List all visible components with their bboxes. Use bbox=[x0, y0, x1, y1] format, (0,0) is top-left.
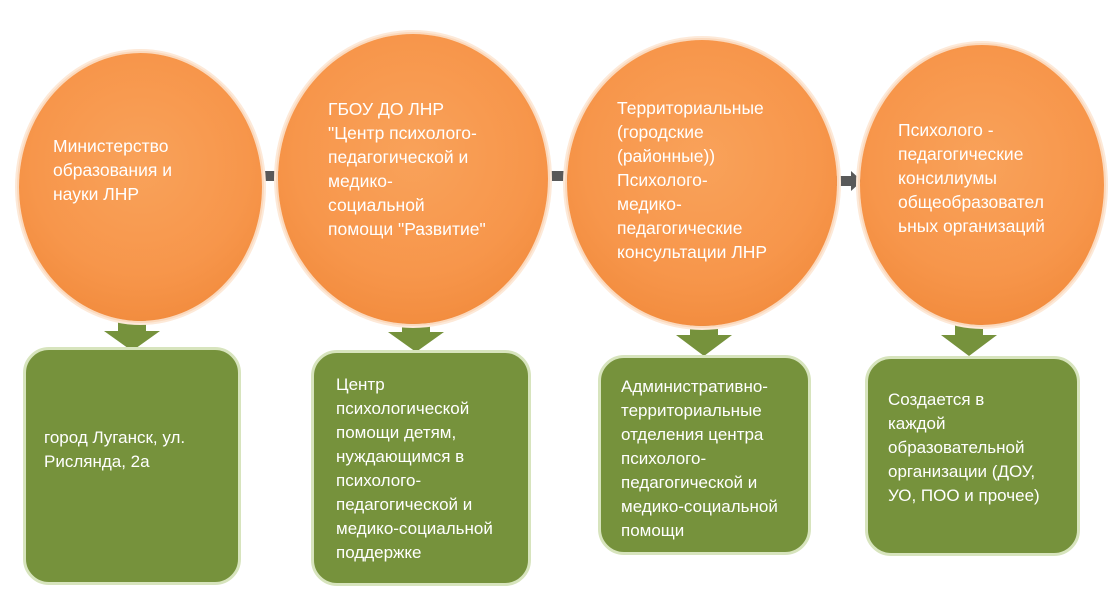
text-line: Создается в bbox=[888, 390, 985, 409]
arrow-down-2 bbox=[388, 320, 444, 352]
text-line: медико- bbox=[328, 171, 393, 191]
stage-4-box-text: Создается в каждой образовательной орган… bbox=[888, 388, 1040, 508]
text-line: "Центр психолого- bbox=[328, 123, 477, 143]
text-line: (районные)) bbox=[617, 146, 716, 166]
text-line: педагогические bbox=[617, 218, 743, 238]
text-line: науки ЛНР bbox=[53, 184, 140, 204]
stage-1-circle: Министерство образования и науки ЛНР bbox=[19, 53, 262, 321]
text-line: помощи детям, bbox=[336, 423, 457, 442]
stage-1-box-text: город Луганск, ул. Рислянда, 2а bbox=[44, 426, 185, 474]
stage-2-circle: ГБОУ ДО ЛНР "Центр психолого- педагогиче… bbox=[278, 34, 548, 324]
stage-4-circle-text: Психолого - педагогические консилиумы об… bbox=[898, 118, 1045, 238]
text-line: медико-социальной bbox=[336, 519, 493, 538]
stage-4-box: Создается в каждой образовательной орган… bbox=[865, 356, 1080, 556]
stage-3-circle: Территориальные (городские (районные)) П… bbox=[567, 40, 837, 326]
arrow-down-1 bbox=[104, 320, 160, 351]
text-line: поддержке bbox=[336, 543, 422, 562]
text-line: педагогической и bbox=[621, 473, 758, 492]
text-line: территориальные bbox=[621, 401, 762, 420]
arrow-down-3 bbox=[676, 324, 732, 356]
text-line: Психолого - bbox=[898, 120, 994, 140]
text-line: нуждающимся в bbox=[336, 447, 465, 466]
text-line: консультации ЛНР bbox=[617, 242, 768, 262]
text-line: образовательной bbox=[888, 438, 1025, 457]
arrow-down-4 bbox=[941, 324, 997, 356]
text-line: Министерство bbox=[53, 136, 169, 156]
stage-3-box: Административно- территориальные отделен… bbox=[598, 355, 811, 555]
text-line: Административно- bbox=[621, 377, 768, 396]
text-line: город Луганск, ул. bbox=[44, 428, 186, 447]
text-line: каждой bbox=[888, 414, 946, 433]
text-line: общеобразовател bbox=[898, 192, 1044, 212]
stage-2-box: Центр психологической помощи детям, нужд… bbox=[311, 350, 531, 586]
text-line: психологической bbox=[336, 399, 470, 418]
text-line: Территориальные bbox=[617, 98, 764, 118]
text-line: педагогической и bbox=[336, 495, 473, 514]
text-line: консилиумы bbox=[898, 168, 997, 188]
text-line: медико-социальной bbox=[621, 497, 778, 516]
text-line: организации (ДОУ, bbox=[888, 462, 1036, 481]
text-line: педагогической и bbox=[328, 147, 469, 167]
text-line: педагогические bbox=[898, 144, 1024, 164]
text-line: (городские bbox=[617, 122, 704, 142]
stage-2-box-text: Центр психологической помощи детям, нужд… bbox=[336, 373, 493, 565]
text-line: ГБОУ ДО ЛНР bbox=[328, 99, 445, 119]
text-line: помощи "Развитие" bbox=[328, 219, 486, 239]
stage-3-box-text: Административно- территориальные отделен… bbox=[621, 375, 778, 543]
text-line: Рислянда, 2а bbox=[44, 452, 150, 471]
arrow-right-3 bbox=[833, 171, 862, 191]
stage-1-circle-text: Министерство образования и науки ЛНР bbox=[53, 134, 172, 206]
text-line: помощи bbox=[621, 521, 685, 540]
stage-4-circle: Психолого - педагогические консилиумы об… bbox=[860, 45, 1104, 325]
text-line: психолого- bbox=[336, 471, 422, 490]
text-line: медико- bbox=[617, 194, 682, 214]
stage-2-circle-text: ГБОУ ДО ЛНР "Центр психолого- педагогиче… bbox=[328, 97, 486, 241]
text-line: образования и bbox=[53, 160, 172, 180]
text-line: УО, ПОО и прочее) bbox=[888, 486, 1040, 505]
text-line: Психолого- bbox=[617, 170, 708, 190]
text-line: отделения центра bbox=[621, 425, 764, 444]
stage-3-circle-text: Территориальные (городские (районные)) П… bbox=[617, 96, 767, 264]
stage-1-box: город Луганск, ул. Рислянда, 2а bbox=[23, 347, 241, 585]
text-line: Центр bbox=[336, 375, 385, 394]
text-line: социальной bbox=[328, 195, 425, 215]
text-line: ьных организаций bbox=[898, 216, 1045, 236]
text-line: психолого- bbox=[621, 449, 707, 468]
